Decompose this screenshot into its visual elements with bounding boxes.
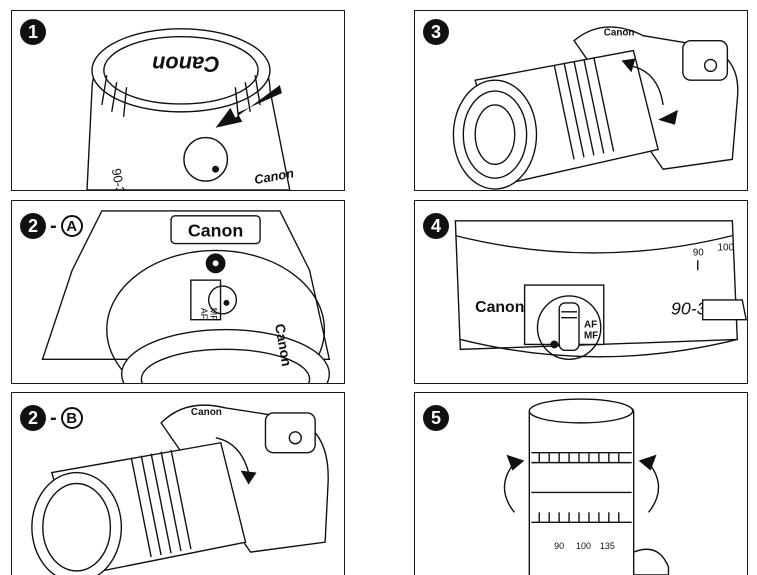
- lens-mount-rotation-illustration: Canon: [31, 404, 329, 575]
- af-mf-switch-illustration: 90 100 Canon 90-300mm AF MF: [454, 220, 747, 360]
- scale-100: 100: [718, 242, 735, 253]
- step-number: 1: [20, 19, 46, 45]
- step-4-badge: 4: [423, 213, 449, 239]
- step-5-panel: 5 90 100 135: [414, 392, 748, 575]
- lens-brand-text: Canon: [475, 299, 524, 316]
- step-3-panel: 3 Canon: [414, 10, 748, 191]
- step-3-badge: 3: [423, 19, 449, 45]
- lens-brand-text: Canon: [272, 322, 295, 367]
- step-2b-panel: 2 - B Canon: [11, 392, 345, 575]
- step-number: 5: [423, 405, 449, 431]
- camera-brand-text: Canon: [188, 221, 243, 241]
- step-number: 2: [20, 213, 46, 239]
- step-2b-badge: 2 - B: [20, 405, 83, 431]
- step-sub-letter: A: [60, 215, 83, 237]
- step-4-panel: 4 90 100 Canon 90-300mm AF MF: [414, 200, 748, 384]
- af-label: AF: [584, 320, 597, 331]
- scale-135: 135: [600, 541, 615, 551]
- scale-90: 90: [554, 541, 564, 551]
- step-number: 2: [20, 405, 46, 431]
- scale-100: 100: [576, 541, 591, 551]
- cap-brand-text: Canon: [152, 51, 220, 76]
- zoom-ring-illustration: Canon: [452, 26, 739, 190]
- lens-brand-text: Canon: [253, 165, 295, 187]
- step-sub-letter: B: [60, 407, 83, 429]
- mf-label: MF: [209, 308, 219, 321]
- step-2a-badge: 2 - A: [20, 213, 83, 239]
- lens-model-text: 90-300: [109, 167, 131, 190]
- scale-90: 90: [693, 247, 704, 258]
- mf-label: MF: [584, 330, 598, 341]
- zoom-ring-rotation-illustration: 90 100 135: [503, 398, 670, 575]
- step-1-badge: 1: [20, 19, 46, 45]
- camera-brand-text: Canon: [604, 28, 635, 39]
- af-label: AF: [199, 308, 209, 320]
- step-number: 3: [423, 19, 449, 45]
- camera-brand-text: Canon: [191, 407, 222, 418]
- rear-cap-removal-illustration: Canon 90-300 Canon: [86, 28, 295, 190]
- step-dash: -: [50, 406, 57, 429]
- step-1-panel: 1 Canon 90-300 Canon: [11, 10, 345, 191]
- step-5-badge: 5: [423, 405, 449, 431]
- step-number: 4: [423, 213, 449, 239]
- step-2a-panel: 2 - A Canon AF MF Canon: [11, 200, 345, 384]
- step-dash: -: [50, 214, 57, 237]
- mount-alignment-illustration: Canon AF MF Canon: [41, 210, 331, 383]
